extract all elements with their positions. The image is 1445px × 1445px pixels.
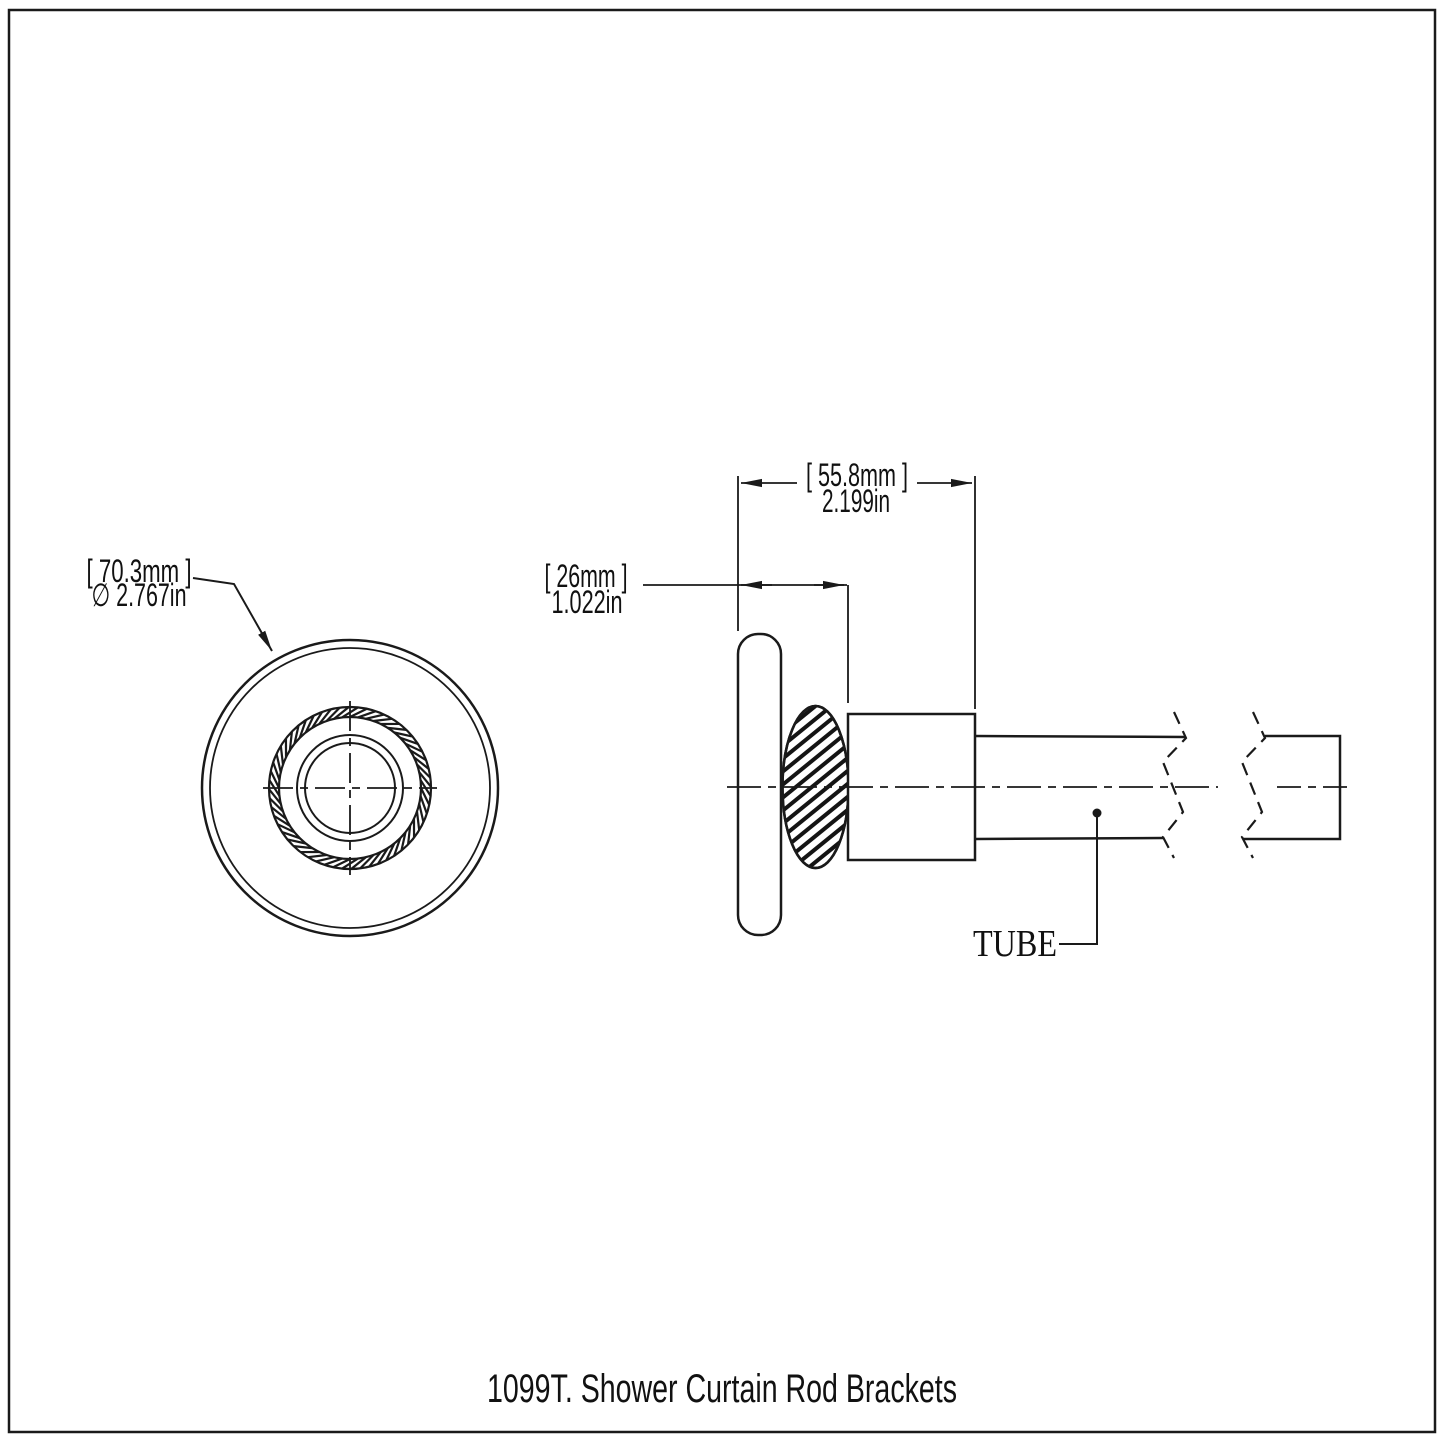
projection-label-in: 1.022in [552,584,623,620]
overall-depth-label-mm: [ 55.8mm ] [806,457,908,493]
hub-outer-circle [296,734,404,842]
diameter-label-in: ∅ 2.767in [92,577,187,613]
tube-break-line-left [1161,711,1188,859]
page-border-frame [7,8,1437,1434]
tube-top-line [974,734,1187,739]
flange-outer-circle [200,638,500,938]
overall-depth-label-in: 2.199in [822,483,890,519]
diameter-leader-line [192,577,273,652]
side-view: [ 55.8mm ] 2.199in [ 26mm ] 1.022in TUBE [545,457,1352,965]
twist-knob [781,704,850,870]
front-view: [ 70.3mm ] ∅ 2.767in [87,553,500,938]
wall-flange-side [736,632,783,937]
tube-bottom-line [974,836,1164,841]
flange-inner-rim-circle [209,647,491,929]
dimension-projection: [ 26mm ] 1.022in [545,558,849,703]
tube-break-line-right [1240,711,1267,859]
drawing-caption: 1099T. Shower Curtain Rod Brackets [487,1367,957,1411]
tube-label: TUBE [973,923,1057,965]
tube-callout: TUBE [973,808,1102,965]
dimension-overall-depth: [ 55.8mm ] 2.199in [737,457,976,709]
projection-label-mm: [ 26mm ] [545,558,628,594]
diameter-label-mm: [ 70.3mm ] [87,553,192,589]
tube-leader-line [1059,815,1098,945]
tube-leader-dot [1092,808,1102,818]
